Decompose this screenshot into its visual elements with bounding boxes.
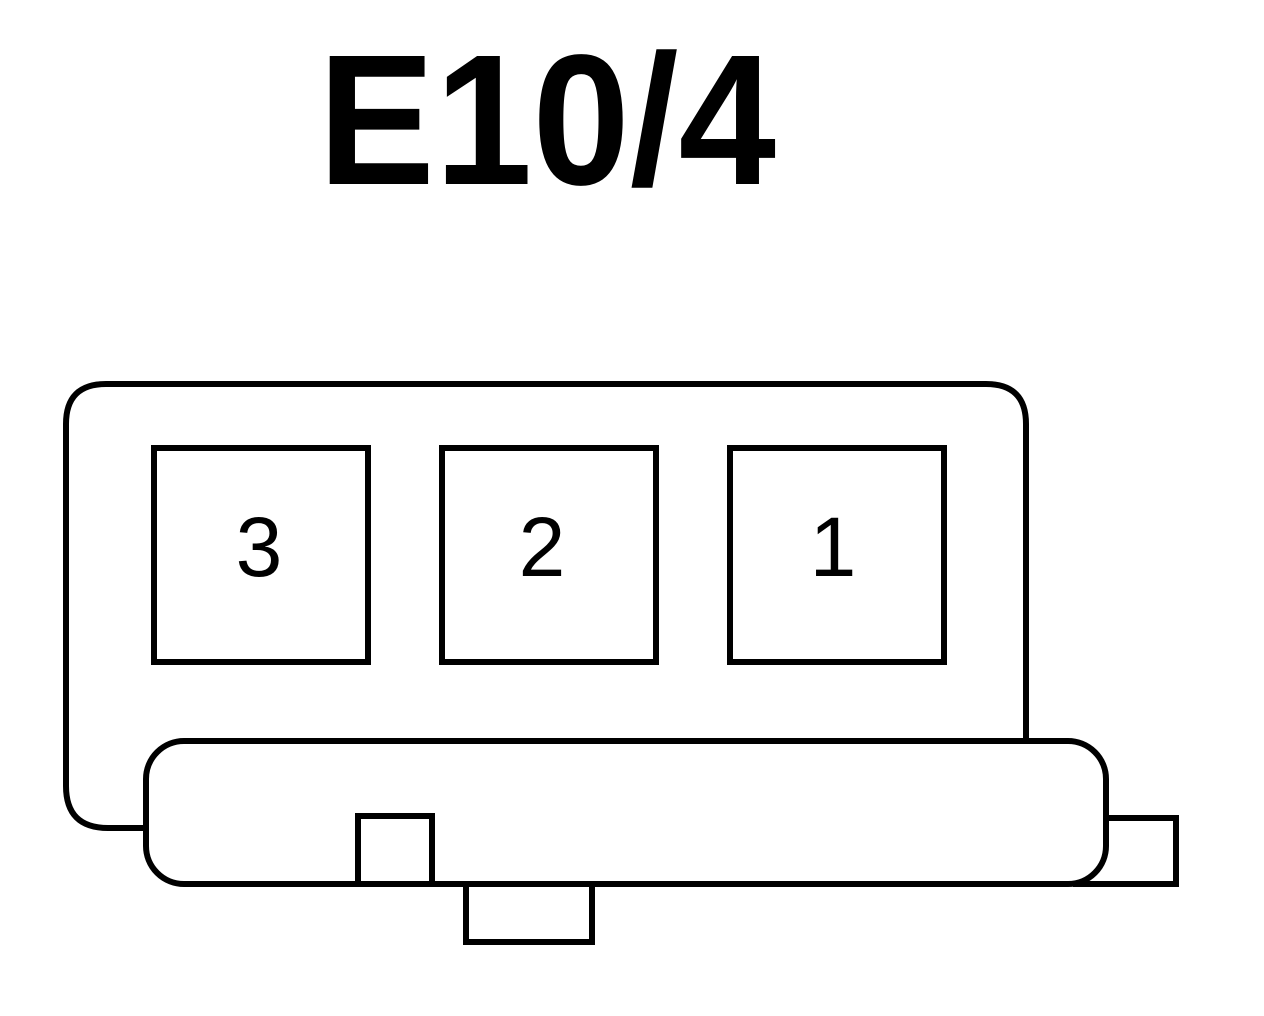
connector-housing bbox=[63, 381, 1029, 831]
pin-label-2: 2 bbox=[519, 500, 566, 594]
connector-title: E10/4 bbox=[318, 17, 776, 224]
pin-cavity-2: 2 bbox=[439, 445, 659, 665]
front-retainer bbox=[143, 738, 1109, 887]
pin-cavity-1: 1 bbox=[727, 445, 947, 665]
pin-label-3: 3 bbox=[236, 500, 283, 594]
retainer-tab bbox=[355, 813, 435, 887]
pin-label-1: 1 bbox=[810, 500, 857, 594]
bottom-lock-tab bbox=[463, 877, 595, 945]
pin-cavity-3: 3 bbox=[151, 445, 371, 665]
